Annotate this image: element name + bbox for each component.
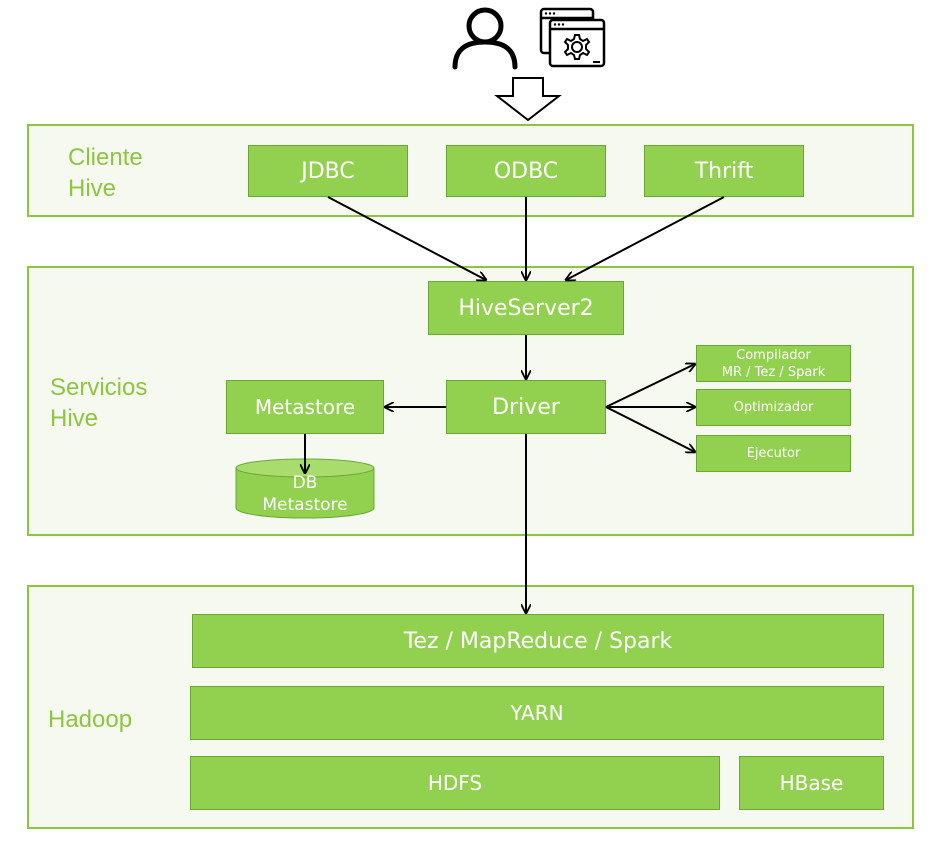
metastore-box: Metastore — [226, 380, 384, 434]
services-layer-label: Servicios Hive — [50, 374, 148, 432]
hbase-box: HBase — [739, 756, 884, 810]
down-arrow-icon — [494, 77, 562, 122]
db-metastore-label: DB Metastore — [262, 473, 348, 515]
arrow-driver-to-compilador — [605, 364, 695, 408]
hdfs-box: HDFS — [190, 756, 720, 810]
compilador-box: Compilador MR / Tez / Spark — [696, 345, 851, 382]
driver-box: Driver — [446, 380, 606, 434]
engines-box: Tez / MapReduce / Spark — [192, 614, 884, 668]
user-icon — [452, 7, 518, 70]
odbc-box: ODBC — [446, 145, 606, 197]
hiveserver2-box: HiveServer2 — [428, 281, 624, 335]
ejecutor-box: Ejecutor — [696, 435, 851, 472]
jdbc-box: JDBC — [248, 145, 408, 197]
arrow-thrift-to-hiveserver2 — [566, 196, 725, 280]
database-cylinder — [235, 458, 375, 519]
application-settings-icon — [539, 7, 606, 68]
client-layer-label: Cliente Hive — [68, 144, 143, 202]
arrow-driver-to-ejecutor — [605, 406, 695, 452]
hadoop-layer-label: Hadoop — [48, 706, 133, 733]
arrow-jdbc-to-hiveserver2 — [327, 196, 486, 280]
yarn-box: YARN — [190, 686, 884, 740]
thrift-box: Thrift — [644, 145, 804, 197]
optimizador-box: Optimizador — [696, 389, 851, 426]
